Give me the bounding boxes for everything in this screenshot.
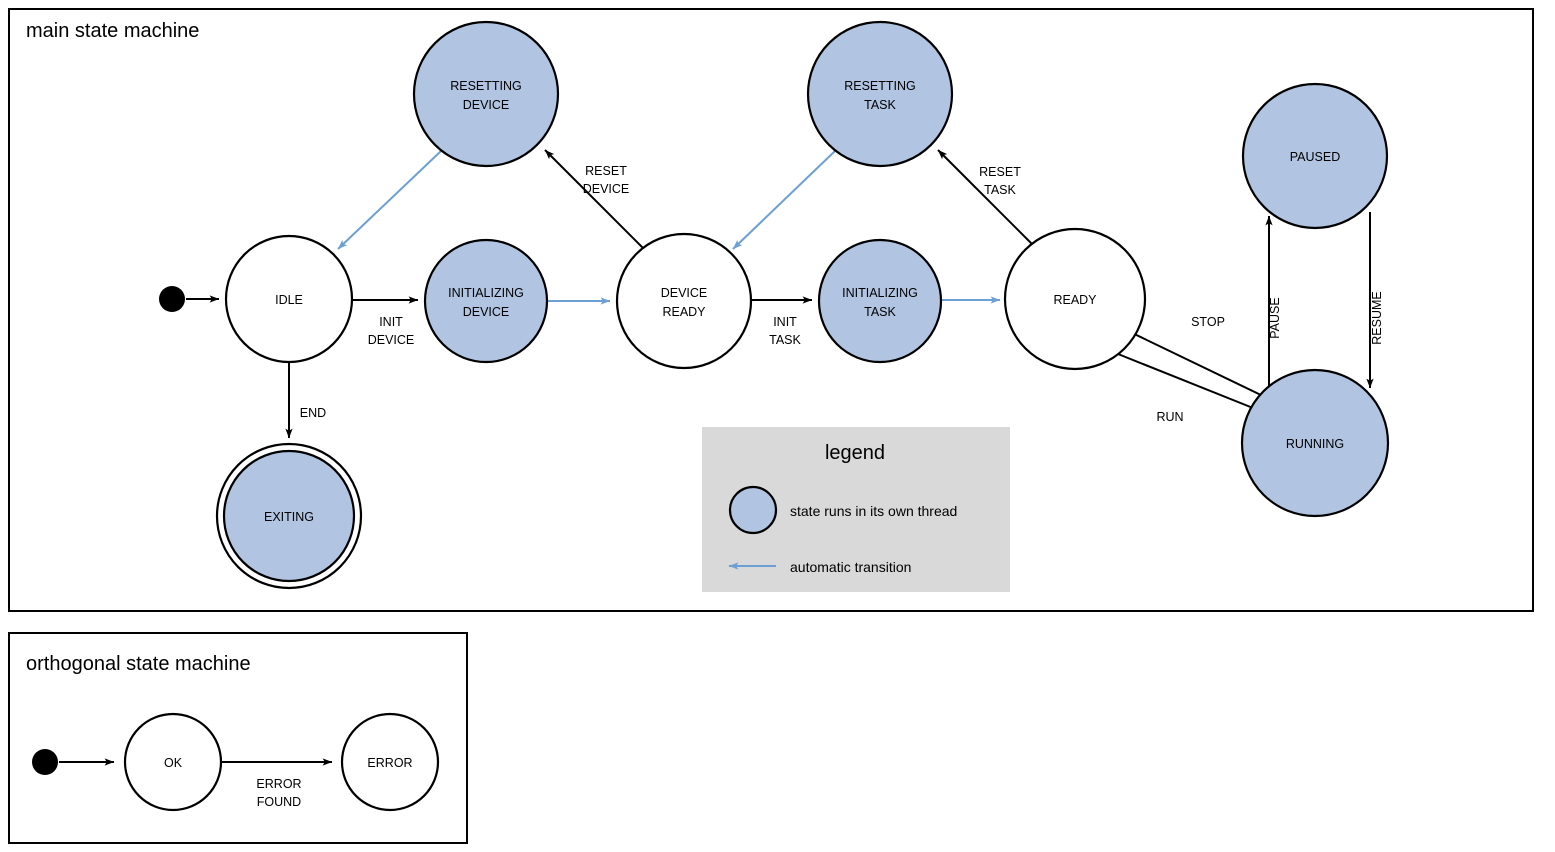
- state-circle-initializing-device: [423, 238, 549, 364]
- legend-thread-state-swatch: [728, 485, 778, 535]
- edge-label-resume: RESUME: [1370, 291, 1384, 344]
- state-node-running[interactable]: RUNNING: [1240, 368, 1390, 518]
- edge-label-pause: PAUSE: [1268, 297, 1282, 338]
- edge-label-init-task-line1: INIT: [773, 315, 797, 329]
- orthogonal-initial-state-dot: [32, 749, 58, 775]
- legend-thread-state-text: state runs in its own thread: [790, 503, 957, 519]
- state-node-paused[interactable]: PAUSED: [1241, 82, 1389, 230]
- state-node-exiting[interactable]: EXITING: [215, 442, 363, 590]
- edge-label-reset-device-line1: RESET: [585, 164, 627, 178]
- state-circle-paused: [1241, 82, 1389, 230]
- edge-label-reset-device-line2: DEVICE: [583, 182, 630, 196]
- state-circle-resetting-task: [806, 20, 954, 168]
- state-label-initializing-task-line2: TASK: [864, 305, 896, 319]
- state-node-idle[interactable]: IDLE: [224, 234, 354, 364]
- orthogonal-frame: [8, 632, 468, 844]
- edge-device-ready-to-resetting-device: [544, 149, 644, 249]
- legend-title: legend: [825, 442, 885, 464]
- state-circle-idle: [224, 234, 354, 364]
- state-node-ok[interactable]: OK: [123, 712, 223, 812]
- state-node-initializing-device[interactable]: INITIALIZING DEVICE: [423, 238, 549, 364]
- state-label-resetting-device-line2: DEVICE: [463, 98, 510, 112]
- state-circle-exiting: [222, 449, 356, 583]
- state-node-initializing-task[interactable]: INITIALIZING TASK: [817, 238, 943, 364]
- state-node-ready[interactable]: READY: [1003, 227, 1147, 371]
- state-label-initializing-task-line1: INITIALIZING: [842, 286, 918, 300]
- main-frame-title: main state machine: [26, 20, 199, 42]
- edge-label-reset-task-line1: RESET: [979, 165, 1021, 179]
- edge-label-init-device-line1: INIT: [379, 315, 403, 329]
- legend-auto-transition-text: automatic transition: [790, 559, 911, 575]
- state-label-paused: PAUSED: [1290, 150, 1340, 164]
- state-node-device-ready[interactable]: DEVICE READY: [615, 232, 753, 370]
- edge-label-stop: STOP: [1191, 315, 1225, 329]
- state-circle-device-ready: [615, 232, 753, 370]
- state-circle-ok: [123, 712, 223, 812]
- orthogonal-frame-title: orthogonal state machine: [26, 653, 251, 675]
- state-node-resetting-device[interactable]: RESETTING DEVICE: [412, 20, 560, 168]
- state-circle-resetting-device: [412, 20, 560, 168]
- state-label-ready: READY: [1053, 293, 1097, 307]
- edge-label-init-task-line2: TASK: [769, 333, 801, 347]
- state-label-exiting: EXITING: [264, 510, 314, 524]
- state-label-resetting-device-line1: RESETTING: [450, 79, 522, 93]
- edge-label-error-found-line1: ERROR: [256, 777, 301, 791]
- state-node-error[interactable]: ERROR: [340, 712, 440, 812]
- state-label-resetting-task-line1: RESETTING: [844, 79, 916, 93]
- state-label-device-ready-line1: DEVICE: [661, 286, 708, 300]
- edge-label-error-found-line2: FOUND: [257, 795, 301, 809]
- main-frame: [8, 8, 1534, 612]
- state-circle-ready: [1003, 227, 1147, 371]
- edge-ready-to-running: [1117, 353, 1264, 413]
- initial-state-dot: [159, 286, 185, 312]
- state-label-idle: IDLE: [275, 293, 303, 307]
- edge-resetting-device-to-idle: [337, 150, 442, 250]
- state-circle-initializing-task: [817, 238, 943, 364]
- edge-ready-to-resetting-task: [937, 149, 1035, 247]
- state-label-ok: OK: [164, 756, 183, 770]
- state-circle-error: [340, 712, 440, 812]
- state-label-running: RUNNING: [1286, 437, 1344, 451]
- state-circle-running: [1240, 368, 1390, 518]
- edge-label-end: END: [300, 406, 326, 420]
- state-label-error: ERROR: [367, 756, 412, 770]
- edge-resetting-task-to-device-ready: [732, 150, 836, 250]
- state-label-initializing-device-line1: INITIALIZING: [448, 286, 524, 300]
- edge-label-reset-task-line2: TASK: [984, 183, 1016, 197]
- state-node-resetting-task[interactable]: RESETTING TASK: [806, 20, 954, 168]
- edge-label-init-device-line2: DEVICE: [368, 333, 415, 347]
- edge-running-to-ready: [1125, 329, 1264, 397]
- state-label-resetting-task-line2: TASK: [864, 98, 896, 112]
- legend: legend state runs in its own thread auto…: [702, 427, 1010, 592]
- edge-label-run: RUN: [1156, 410, 1183, 424]
- state-label-device-ready-line2: READY: [662, 305, 706, 319]
- state-label-initializing-device-line2: DEVICE: [463, 305, 510, 319]
